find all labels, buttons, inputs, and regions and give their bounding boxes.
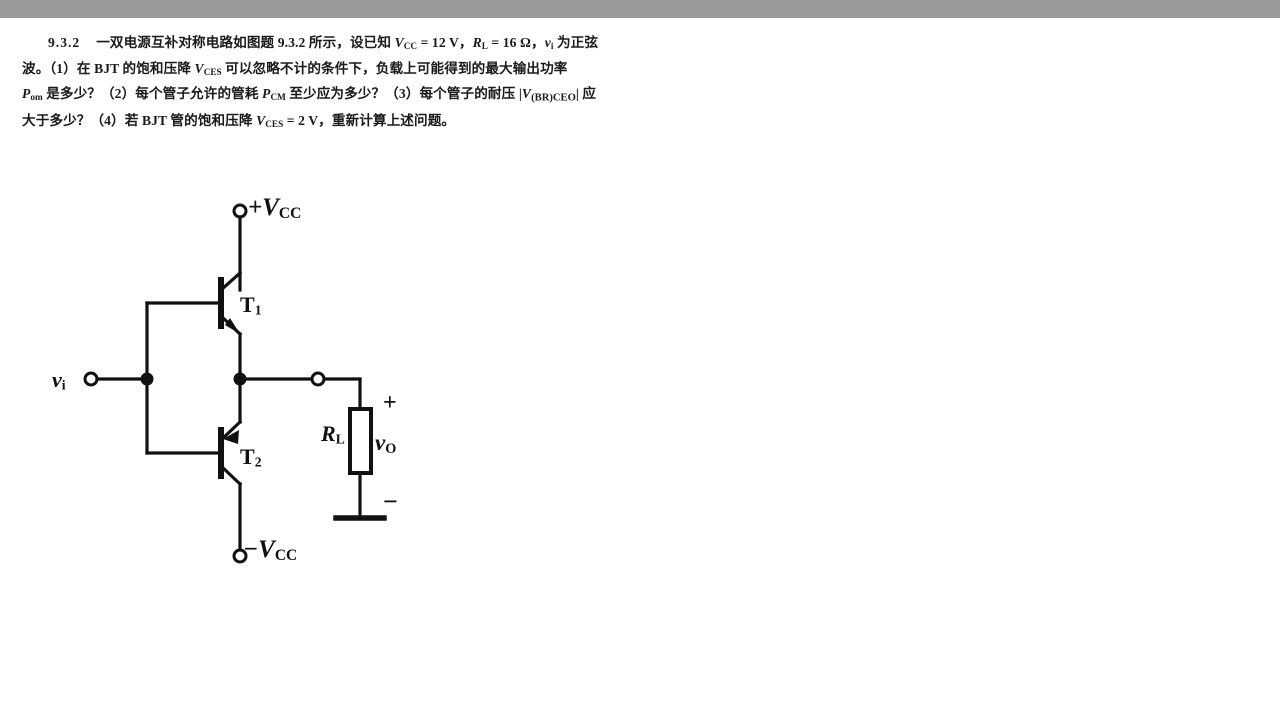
symbol-vces-1-sub: CES — [203, 66, 222, 77]
problem-line-2: 波。（1）在 BJT 的饱和压降 VCES 可以忽略不计的条件下，负载上可能得到… — [22, 58, 614, 84]
problem-number: 9.3.2 — [48, 35, 81, 50]
circuit-schematic-svg — [83, 203, 387, 564]
label-supply-positive-sym: +V — [248, 194, 279, 221]
problem-line-1-text-d: 为正弦 — [553, 35, 599, 50]
problem-line-2-text-a: 波。（1）在 BJT 的饱和压降 — [22, 60, 195, 76]
symbol-vbrceo: V — [521, 86, 532, 102]
label-input-vi-sym: v — [52, 367, 62, 392]
symbol-vces-1: V — [194, 60, 204, 76]
label-input-vi-sub: i — [61, 377, 66, 393]
problem-line-4: 大于多少？（4）若 BJT 管的饱和压降 VCES = 2 V，重新计算上述问题… — [22, 110, 614, 136]
problem-line-1-text-a: 一双电源互补对称电路如图题 9.3.2 所示，设已知 — [96, 35, 395, 50]
label-load-rl-sub: L — [335, 431, 345, 447]
symbol-vces-2-sub: CES — [265, 119, 284, 130]
label-supply-positive-sub: CC — [278, 205, 302, 223]
symbol-vces-2: V — [256, 113, 266, 129]
problem-line-1: 9.3.2 一双电源互补对称电路如图题 9.3.2 所示，设已知 VCC = 12… — [22, 32, 614, 58]
symbol-pcm-sub: CM — [270, 92, 286, 103]
symbol-pcm: P — [262, 86, 271, 102]
t1-emitter-arrow-npn — [225, 318, 240, 334]
terminal-vcc-positive — [232, 203, 248, 219]
terminal-output — [310, 371, 326, 387]
label-supply-negative-sym: −V — [243, 536, 275, 563]
label-supply-negative-sub: CC — [274, 547, 298, 565]
label-polarity-plus: + — [383, 390, 397, 416]
symbol-rl-sub: L — [481, 41, 488, 52]
symbol-vi: v — [544, 35, 551, 50]
label-output-vo-sym: v — [375, 430, 386, 455]
symbol-vbrceo-sub: (BR)CEO — [531, 92, 576, 104]
t1-collector-lead — [218, 270, 243, 293]
label-transistor-t2-sym: T — [240, 444, 255, 469]
label-transistor-t1: T1 — [240, 292, 262, 319]
symbol-pom-sub: om — [30, 92, 43, 103]
problem-line-4-text-a: 大于多少？（4）若 BJT 管的饱和压降 — [22, 113, 257, 129]
symbol-vcc-sub: CC — [403, 41, 418, 52]
label-transistor-t1-sym: T — [240, 292, 255, 317]
symbol-rl: R — [472, 35, 482, 50]
problem-line-1-text-b: = 12 V， — [417, 35, 473, 50]
circuit-diagram: +VCC −VCC T1 T2 vi RL vO + − — [40, 168, 460, 568]
t2-collector-lead — [218, 463, 243, 487]
problem-line-4-text-b: = 2 V，重新计算上述问题。 — [283, 113, 456, 129]
label-input-vi: vi — [52, 367, 66, 394]
label-transistor-t1-sub: 1 — [254, 302, 262, 318]
label-transistor-t2-sub: 2 — [254, 454, 262, 470]
resistor-rl-body — [348, 407, 373, 475]
label-output-vo: vO — [375, 430, 396, 458]
label-transistor-t2: T2 — [240, 444, 262, 471]
label-load-rl: RL — [321, 421, 345, 448]
junction-dot-input — [140, 372, 154, 386]
t2-emitter-lead — [218, 419, 243, 443]
symbol-vi-sub: i — [550, 41, 554, 52]
problem-line-3-text-c: | 应 — [575, 86, 597, 102]
scan-artifact-bar-top — [0, 0, 1280, 18]
problem-line-3-text-b: 至少应为多少？（3）每个管子的耐压 | — [285, 86, 522, 102]
t2-emitter-arrow-pnp — [223, 430, 239, 444]
problem-line-3: Pom 是多少？（2）每个管子允许的管耗 PCM 至少应为多少？（3）每个管子的… — [22, 83, 614, 110]
problem-line-1-text-c: = 16 Ω， — [487, 35, 545, 50]
terminal-vcc-negative — [232, 548, 248, 564]
label-polarity-minus: − — [383, 487, 398, 516]
terminal-input-vi — [83, 371, 99, 387]
label-supply-positive: +VCC — [248, 194, 301, 223]
label-supply-negative: −VCC — [243, 536, 297, 565]
label-load-rl-sym: R — [321, 421, 336, 446]
problem-line-3-text-a: 是多少？（2）每个管子允许的管耗 — [42, 86, 263, 102]
symbol-vcc: V — [394, 35, 404, 50]
symbol-pom: P — [22, 86, 31, 102]
label-output-vo-sub: O — [385, 440, 397, 457]
problem-line-2-text-b: 可以忽略不计的条件下，负载上可能得到的最大输出功率 — [221, 60, 568, 76]
